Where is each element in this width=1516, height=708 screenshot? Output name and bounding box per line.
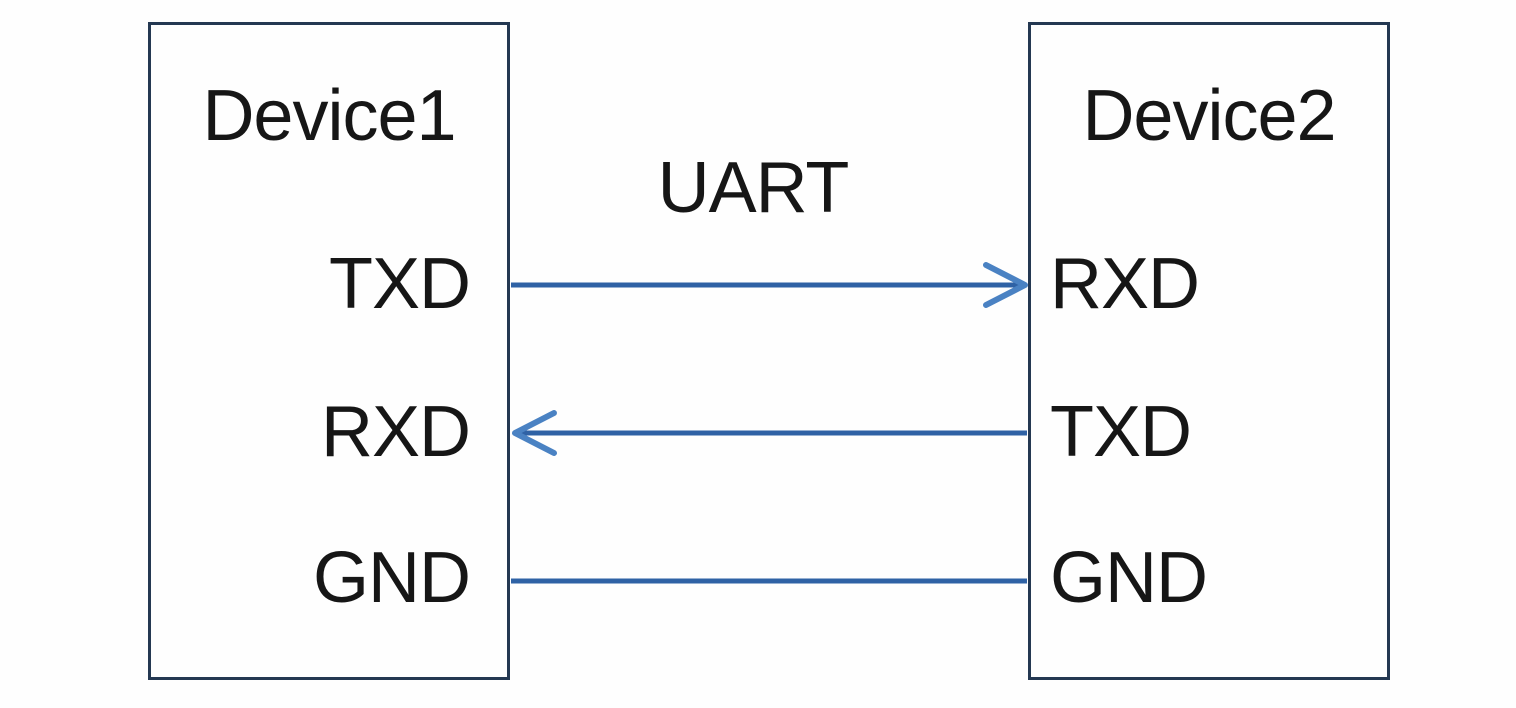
device1-pin-gnd: GND: [313, 538, 471, 618]
device1-pin-rxd: RXD: [320, 392, 471, 472]
wire-device2-txd-to-device1-rxd: [512, 410, 1027, 456]
device2-title: Device2: [1082, 76, 1336, 156]
wire-device1-txd-to-device2-rxd: [511, 262, 1028, 308]
device1-box: [148, 22, 510, 680]
arrowhead-left-icon: [512, 410, 557, 456]
device1-pin-txd: TXD: [329, 244, 471, 324]
device2-box: [1028, 22, 1390, 680]
uart-bus-label: UART: [657, 148, 850, 228]
device1-title: Device1: [202, 76, 456, 156]
device2-pin-gnd: GND: [1050, 538, 1208, 618]
arrowhead-right-icon: [983, 262, 1028, 308]
device2-pin-rxd: RXD: [1050, 244, 1200, 324]
device2-pin-txd: TXD: [1050, 392, 1192, 472]
